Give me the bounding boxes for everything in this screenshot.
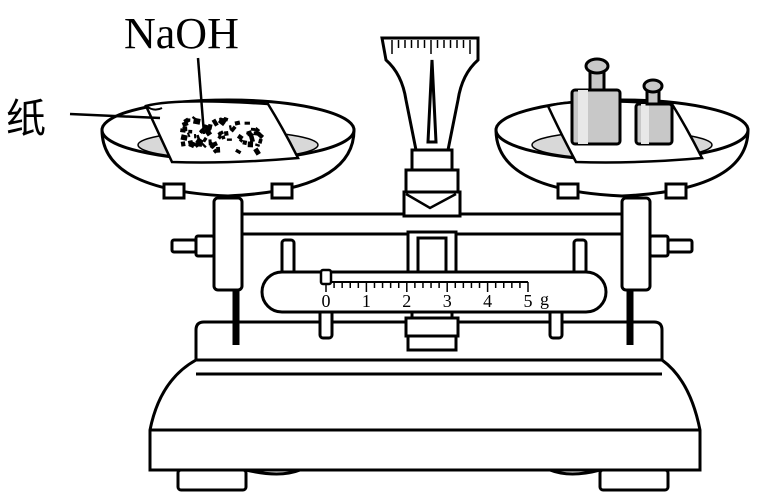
naoh-granule [186,118,191,122]
naoh-granule [236,133,244,141]
scale-rider[interactable] [319,268,333,286]
naoh-granule [221,135,226,140]
naoh-granule [254,143,261,148]
scale-ticks [325,282,529,292]
naoh-granule [202,136,208,143]
naoh-granule [182,126,188,132]
left-pan [100,98,356,200]
naoh-granule [218,131,222,137]
naoh-granule [234,120,241,126]
naoh-granule [193,133,197,139]
scale-number: 2 [402,291,411,311]
naoh-granule [247,141,254,148]
naoh-granule [228,125,232,130]
naoh-granule [211,118,219,127]
small-weight [634,78,674,146]
scale-number: 3 [443,291,452,311]
pointer-needle [426,59,438,144]
naoh-granule [244,121,250,125]
naoh-granule [181,120,189,128]
naoh-granule [201,142,207,149]
balance-base [148,320,702,492]
naoh-granule [249,135,254,140]
naoh-granule [246,130,253,137]
naoh-granule [188,129,193,134]
right-pan [494,57,750,200]
naoh-granule [258,138,263,144]
naoh-granule [180,134,188,141]
naoh-granule [203,127,213,137]
large-weight [570,57,622,146]
naoh-granule [217,135,222,140]
naoh-label: NaOH [124,9,239,58]
naoh-granule [223,130,229,136]
right-foot [598,468,670,492]
naoh-granule [253,127,261,134]
naoh-granule [186,132,191,138]
naoh-granule [203,124,210,130]
scale-number: 0 [322,291,331,311]
naoh-granule [242,140,248,146]
naoh-leader-line [196,57,206,135]
naoh-granule [209,144,215,150]
scale-number: 5 [524,291,533,311]
naoh-granule [191,116,198,122]
left-foot [176,468,248,492]
naoh-granule [221,117,227,124]
scale-number: 4 [483,291,492,311]
naoh-granule [253,131,261,136]
paper-leader-line [69,112,161,120]
naoh-granule [188,140,196,149]
scale-bar [260,270,608,314]
naoh-granule [235,148,242,155]
naoh-granule [229,125,237,133]
naoh-granule [253,147,261,156]
scale-number: 1 [362,291,371,311]
paper-label: 纸 [6,96,46,142]
naoh-granule [216,146,221,153]
naoh-granule [180,141,186,147]
naoh-granule [250,127,256,132]
naoh-granule [195,137,204,146]
pointer-assembly [380,36,480,218]
scale-unit: g [540,289,549,309]
naoh-granule [226,138,232,141]
naoh-granules [180,116,265,156]
naoh-granule [218,117,224,123]
